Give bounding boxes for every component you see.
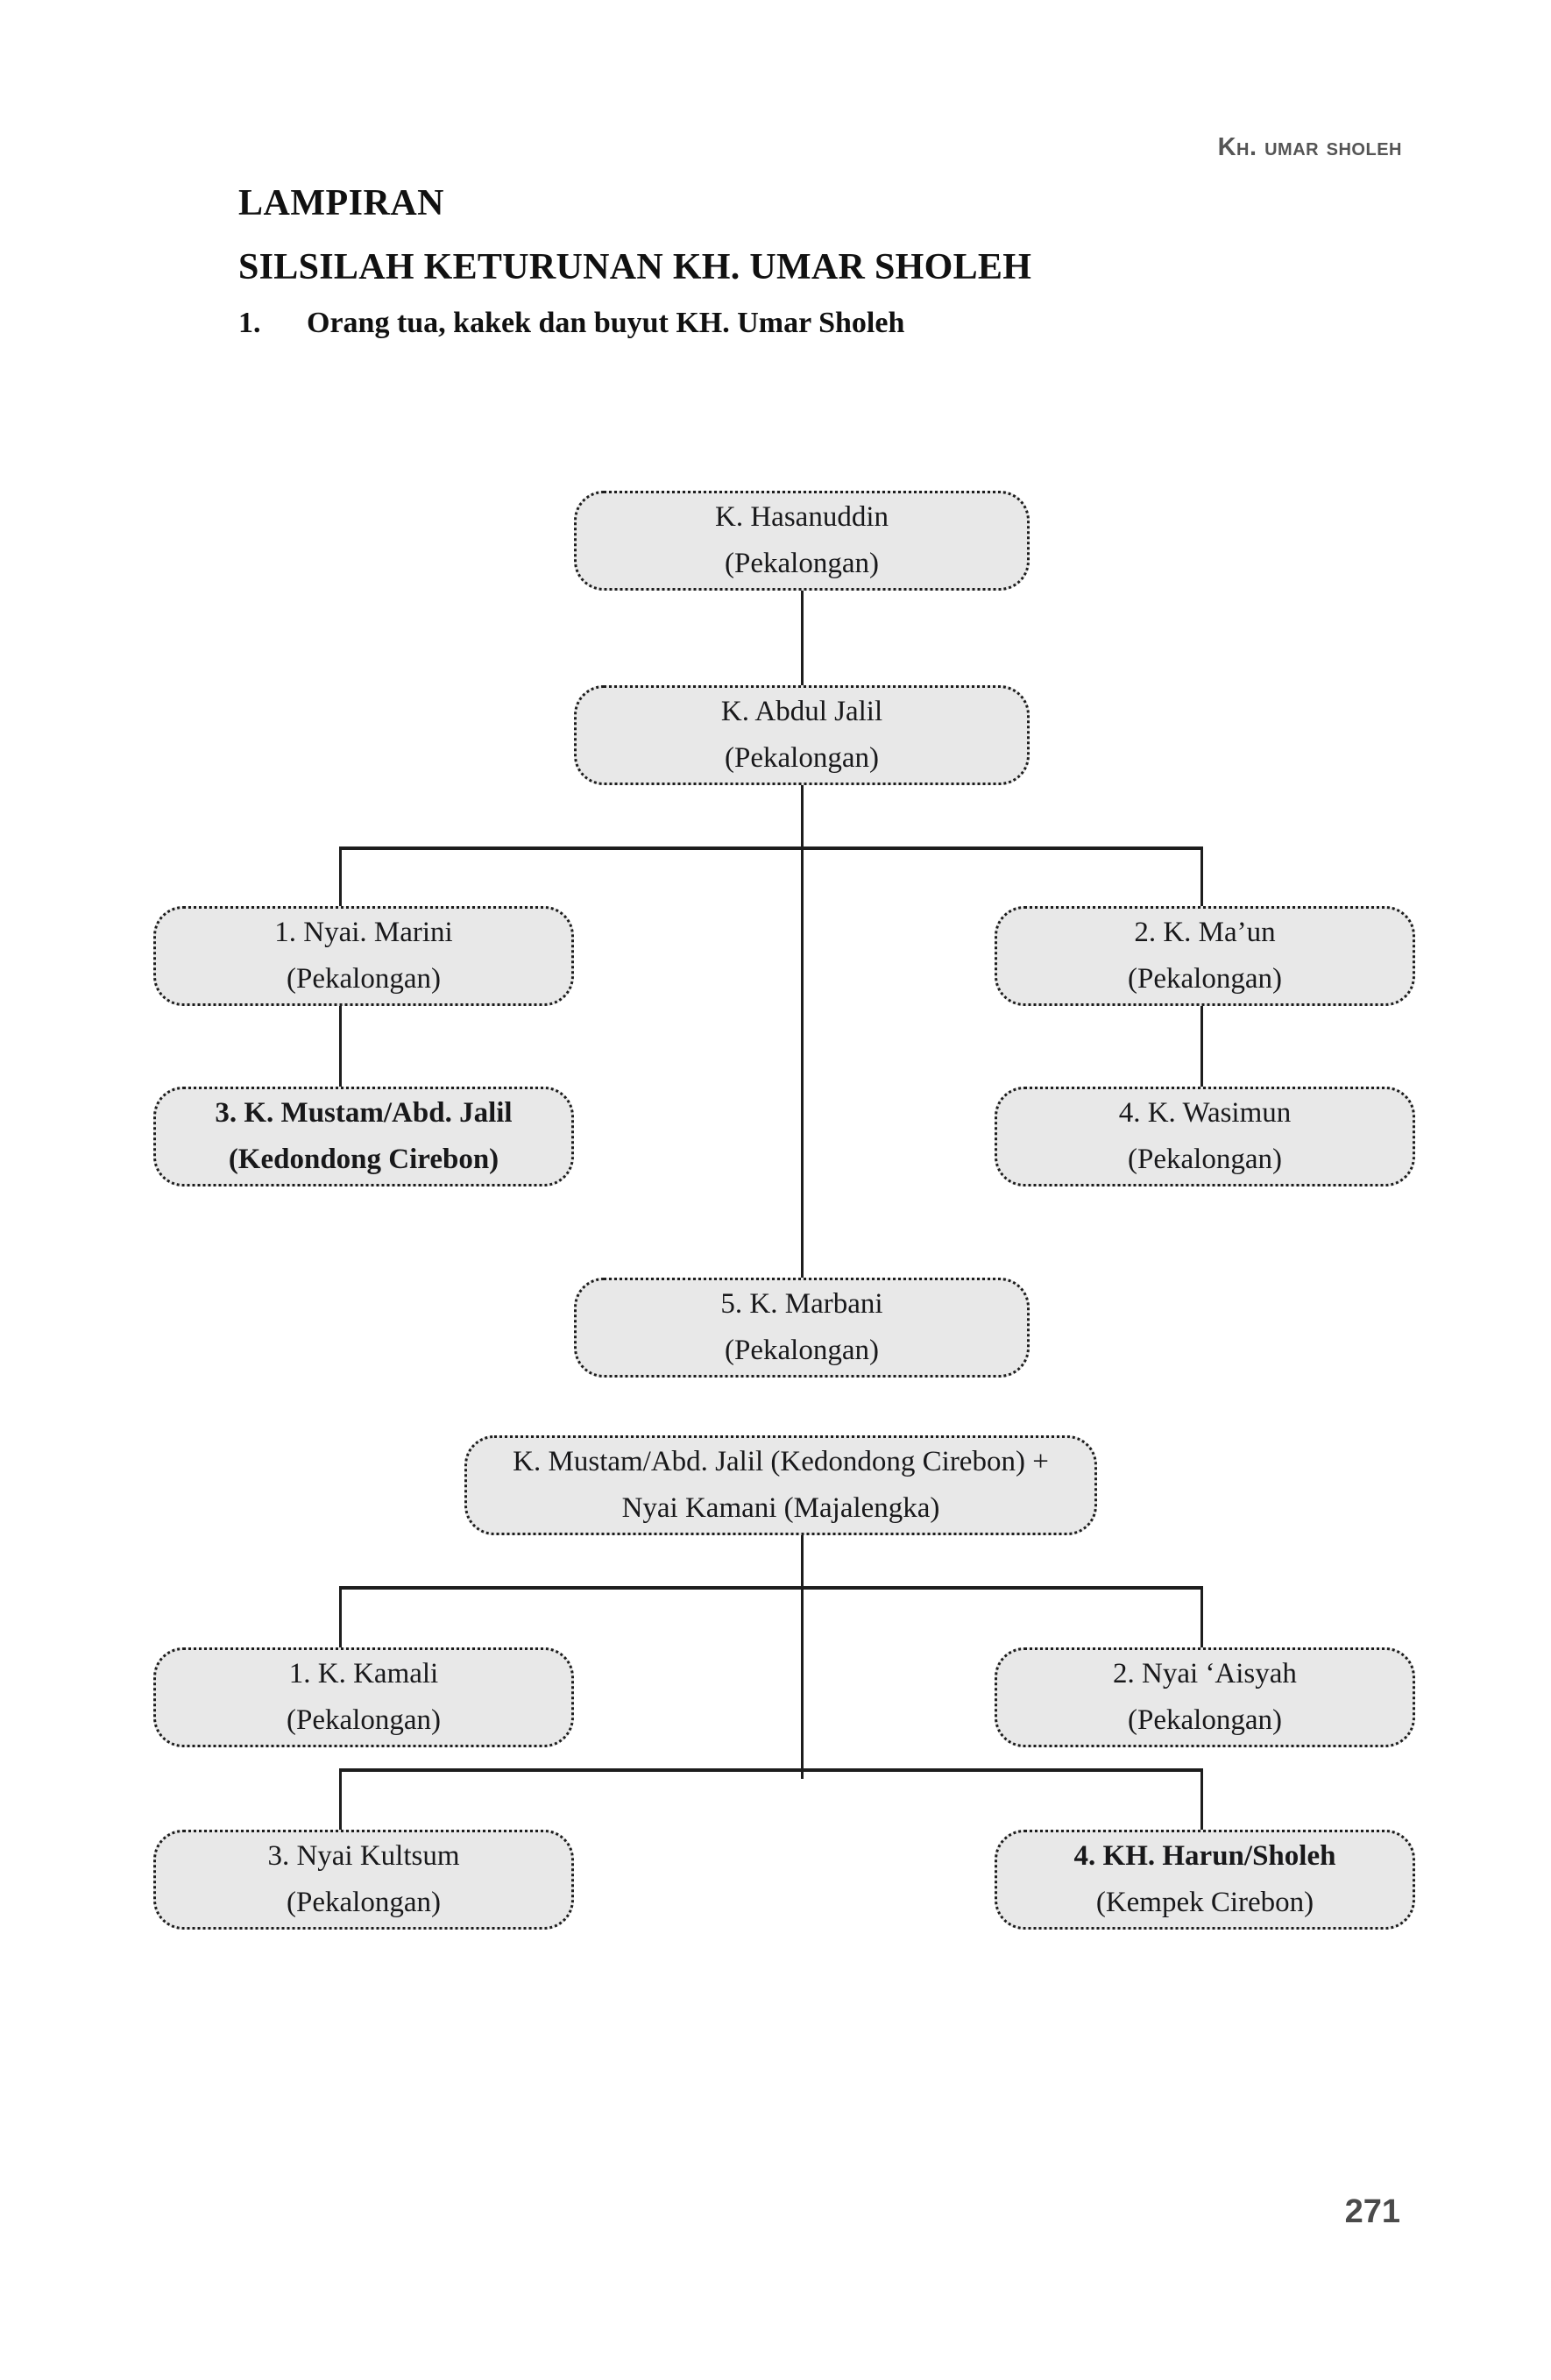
connector-bar-to-nyai-aisyah	[1200, 1586, 1203, 1649]
connector-bar-to-k-kamali	[339, 1586, 342, 1649]
node-place: (Kempek Cirebon)	[1095, 1887, 1314, 1918]
running-head: KH. Umar Sholeh	[1217, 133, 1402, 161]
connector-nyai-marini-to-k-mustam	[339, 1006, 342, 1087]
node-k-hasanuddin[interactable]: K. Hasanuddin (Pekalongan)	[574, 491, 1030, 591]
node-nyai-aisyah[interactable]: 2. Nyai ‘Aisyah (Pekalongan)	[995, 1647, 1415, 1747]
connector-k-maun-to-k-wasimun	[1200, 1006, 1203, 1087]
node-name: K. Hasanuddin	[715, 501, 889, 534]
node-name: 4. KH. Harun/Sholeh	[1073, 1840, 1336, 1873]
node-place: (Pekalongan)	[1128, 1704, 1282, 1736]
connector-hasanuddin-to-abduljalil	[801, 589, 804, 685]
node-k-marbani[interactable]: 5. K. Marbani (Pekalongan)	[574, 1278, 1030, 1378]
node-name: 4. K. Wasimun	[1118, 1097, 1292, 1130]
page-number: 271	[1344, 2193, 1400, 2230]
node-k-abdul-jalil[interactable]: K. Abdul Jalil (Pekalongan)	[574, 685, 1030, 785]
node-place: (Pekalongan)	[725, 548, 879, 579]
node-name: 3. Nyai Kultsum	[267, 1840, 460, 1873]
node-marriage-mustam-kamani[interactable]: K. Mustam/Abd. Jalil (Kedondong Cirebon)…	[464, 1435, 1097, 1535]
node-name: 2. K. Ma’un	[1134, 917, 1276, 949]
node-name: 2. Nyai ‘Aisyah	[1113, 1658, 1297, 1690]
section-heading: 1. Orang tua, kakek dan buyut KH. Umar Sh…	[238, 307, 904, 340]
connector-marriage-trunk	[801, 1534, 804, 1779]
node-k-kamali[interactable]: 1. K. Kamali (Pekalongan)	[153, 1647, 574, 1747]
node-name: K. Abdul Jalil	[720, 696, 883, 728]
page-title-silsilah: SILSILAH KETURUNAN KH. UMAR SHOLEH	[238, 247, 1032, 287]
node-k-wasimun[interactable]: 4. K. Wasimun (Pekalongan)	[995, 1087, 1415, 1186]
connector-bar-to-kh-harun-sholeh	[1200, 1768, 1203, 1831]
connector-abduljalil-trunk	[801, 785, 804, 848]
section-number: 1.	[238, 307, 261, 339]
node-name: 5. K. Marbani	[720, 1288, 883, 1321]
sibling-bar-children-row-1	[339, 1586, 1203, 1590]
node-name: 3. K. Mustam/Abd. Jalil	[215, 1097, 513, 1130]
section-title: Orang tua, kakek dan buyut KH. Umar Shol…	[307, 307, 905, 339]
connector-bar-to-k-maun	[1200, 846, 1203, 908]
page-title-lampiran: LAMPIRAN	[238, 183, 444, 223]
node-k-maun[interactable]: 2. K. Ma’un (Pekalongan)	[995, 906, 1415, 1006]
node-place: (Pekalongan)	[725, 742, 879, 774]
node-name: 1. K. Kamali	[288, 1658, 439, 1690]
node-name: K. Mustam/Abd. Jalil (Kedondong Cirebon)…	[513, 1446, 1049, 1478]
connector-trunk-to-k-marbani	[801, 846, 804, 1279]
node-place: (Pekalongan)	[1128, 963, 1282, 995]
node-place: (Kedondong Cirebon)	[228, 1144, 499, 1175]
sibling-bar-generation-3	[339, 846, 1203, 850]
node-kh-harun-sholeh[interactable]: 4. KH. Harun/Sholeh (Kempek Cirebon)	[995, 1830, 1415, 1930]
node-place: (Pekalongan)	[287, 1704, 441, 1736]
node-place: (Pekalongan)	[287, 963, 441, 995]
node-k-mustam-abd-jalil[interactable]: 3. K. Mustam/Abd. Jalil (Kedondong Cireb…	[153, 1087, 574, 1186]
sibling-bar-children-row-2	[339, 1768, 1203, 1772]
connector-bar-to-nyai-kultsum	[339, 1768, 342, 1831]
node-place: (Pekalongan)	[725, 1335, 879, 1366]
node-nyai-marini[interactable]: 1. Nyai. Marini (Pekalongan)	[153, 906, 574, 1006]
connector-bar-to-nyai-marini	[339, 846, 342, 908]
node-place: (Pekalongan)	[1128, 1144, 1282, 1175]
node-name: 1. Nyai. Marini	[274, 917, 453, 949]
node-place: (Pekalongan)	[287, 1887, 441, 1918]
node-nyai-kultsum[interactable]: 3. Nyai Kultsum (Pekalongan)	[153, 1830, 574, 1930]
node-place: Nyai Kamani (Majalengka)	[621, 1492, 940, 1524]
